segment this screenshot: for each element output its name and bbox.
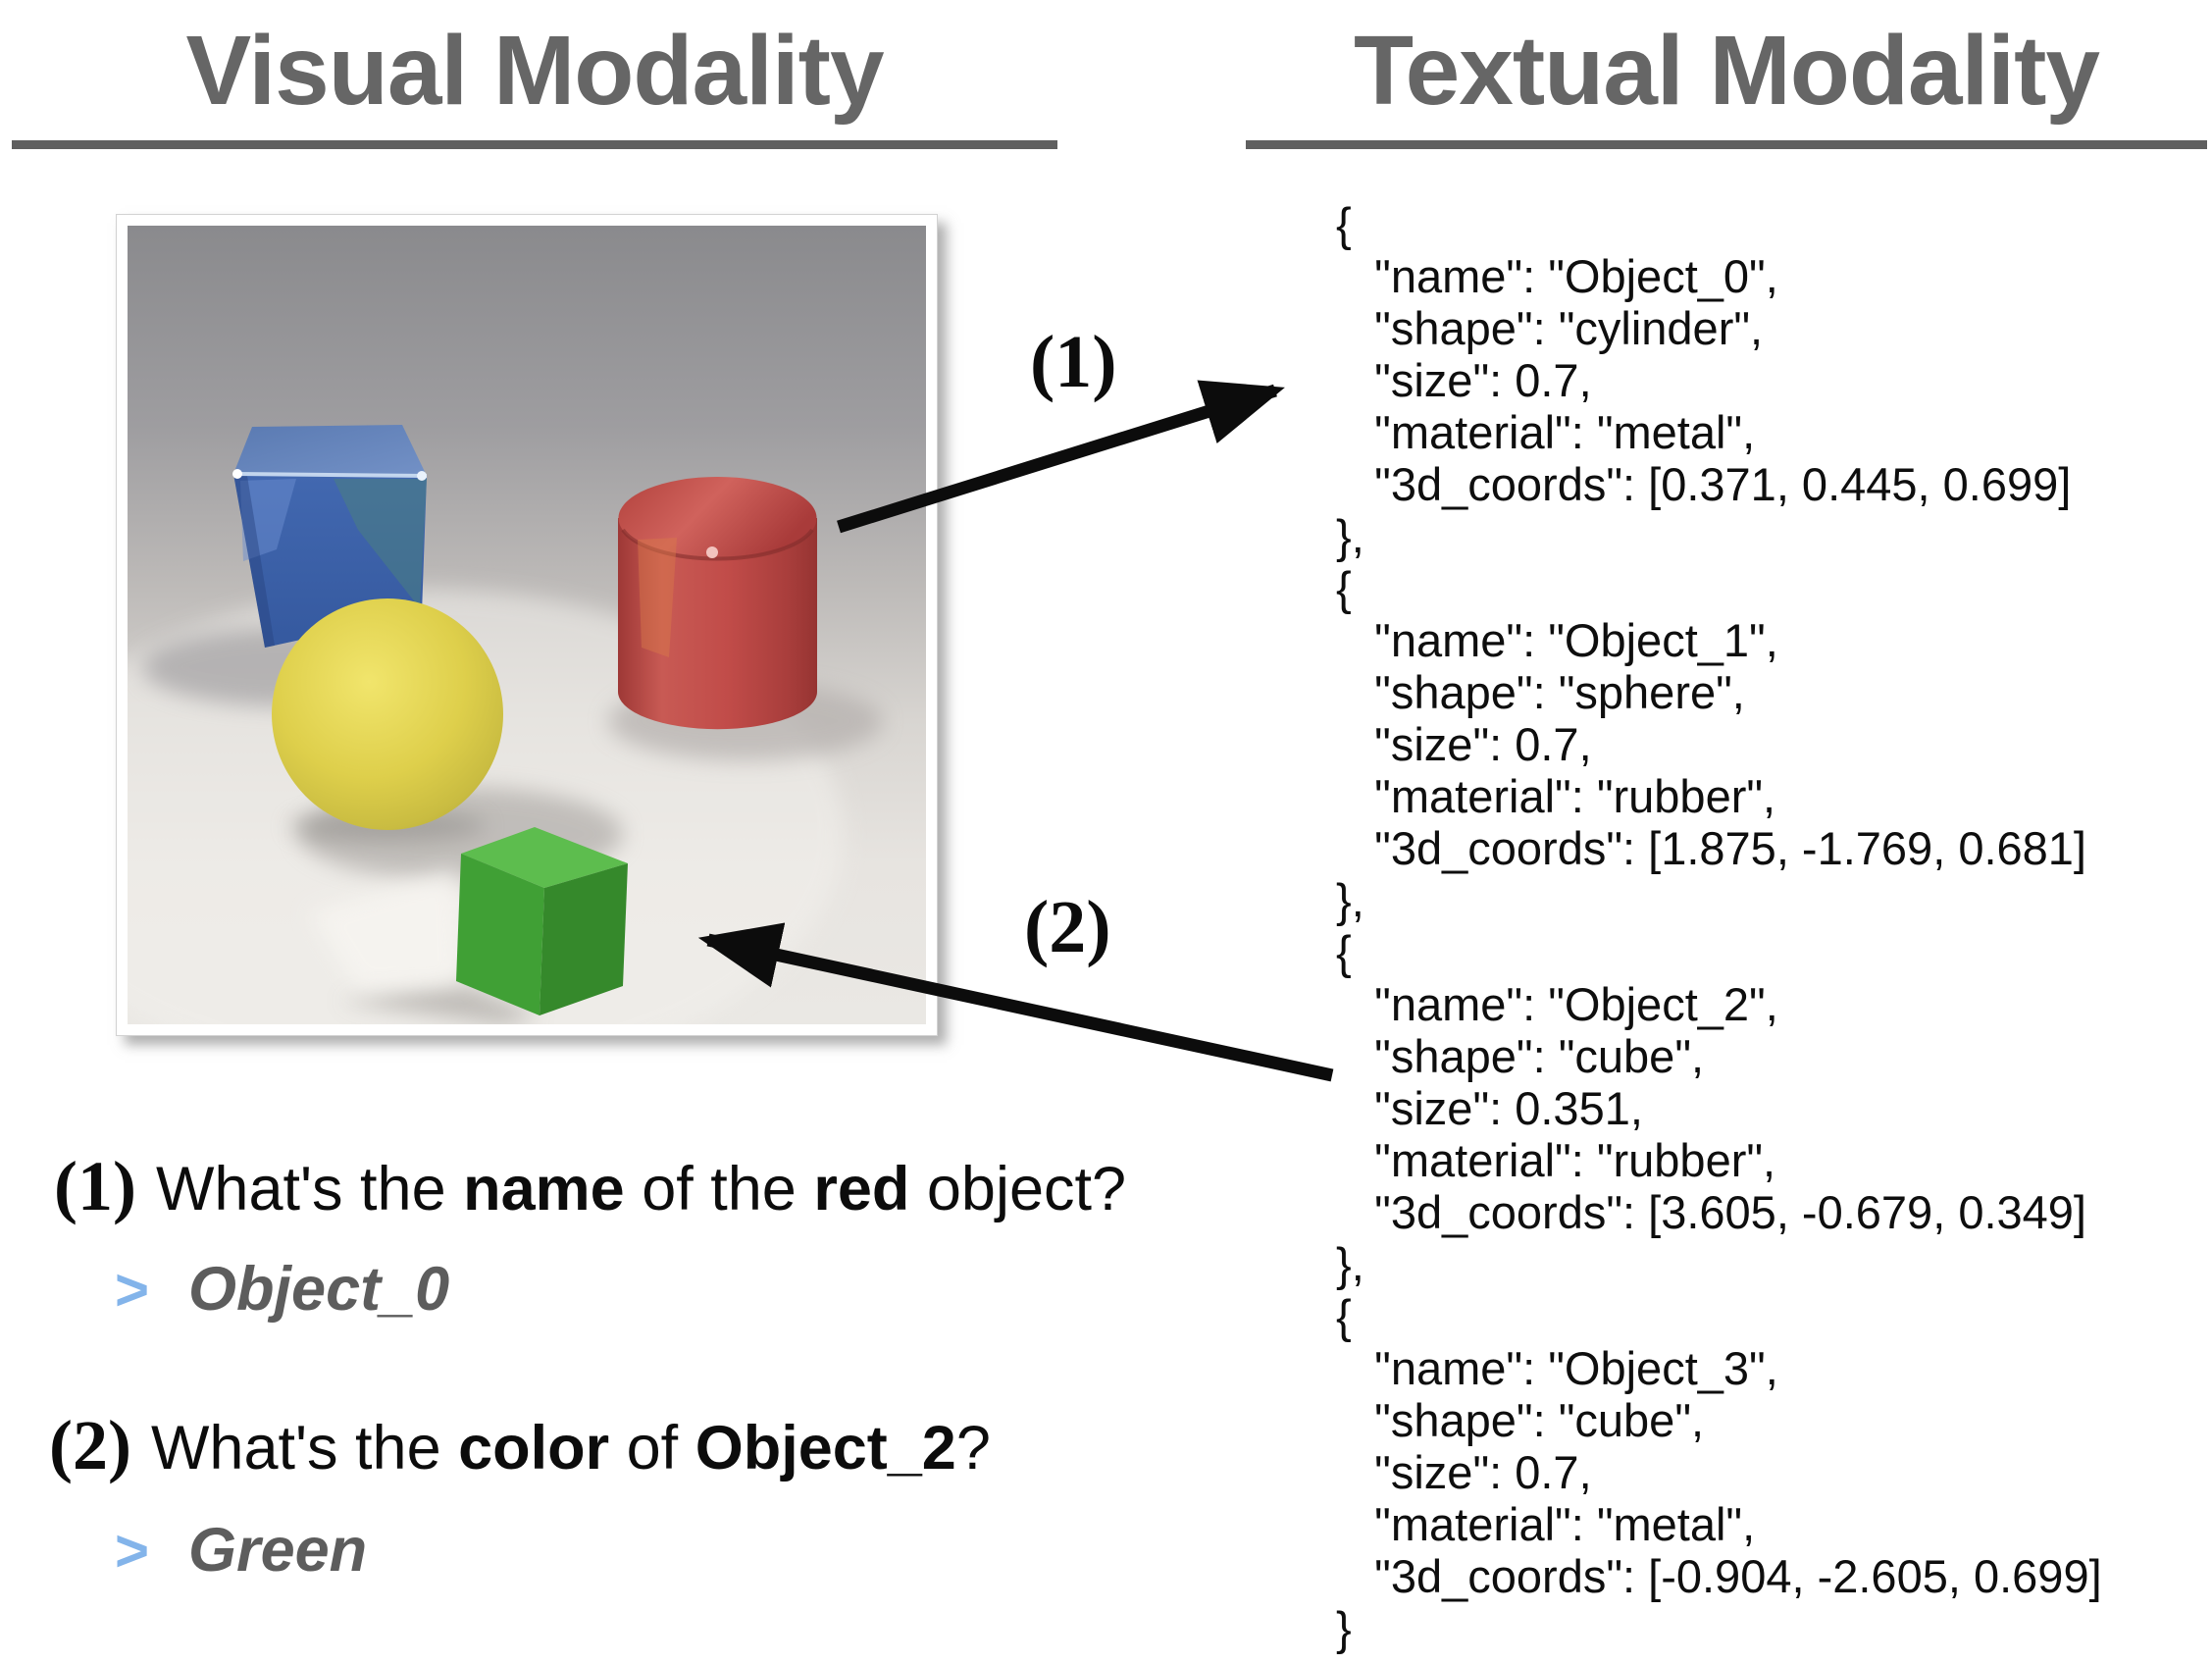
arrow-1-label: (1) — [1030, 321, 1117, 403]
textual-modality-title: Textual Modality — [1353, 16, 2100, 126]
scene-image-frame — [116, 214, 938, 1036]
question-2-bold-object: Object_2 — [694, 1414, 956, 1482]
question-2-text-end: ? — [955, 1414, 991, 1482]
question-2: (2) What's the color of Object_2? — [49, 1405, 991, 1486]
yellow-sphere — [272, 598, 503, 842]
clevr-scene — [128, 226, 926, 1024]
green-cube — [456, 827, 628, 1015]
answer-2-text: Green — [188, 1516, 368, 1585]
answer-1-text: Object_0 — [188, 1255, 450, 1324]
visual-title-underline — [12, 140, 1057, 149]
question-1-bold-name: name — [463, 1155, 625, 1223]
answer-2-chevron-icon: > — [115, 1518, 150, 1584]
question-2-text: What's the — [150, 1414, 459, 1482]
red-cylinder — [618, 477, 817, 730]
question-1-number: (1) — [54, 1147, 136, 1225]
question-1-text: What's the — [155, 1155, 464, 1223]
answer-2: > Green — [115, 1515, 367, 1586]
question-2-bold-color: color — [458, 1414, 610, 1482]
floor-highlight-patch — [309, 868, 461, 991]
question-1-bold-red: red — [813, 1155, 910, 1223]
question-2-number: (2) — [49, 1406, 131, 1484]
arrow-2-label: (2) — [1024, 886, 1111, 968]
answer-1: > Object_0 — [115, 1254, 449, 1325]
answer-1-chevron-icon: > — [115, 1257, 150, 1323]
question-1: (1) What's the name of the red object? — [54, 1146, 1126, 1227]
question-1-text-end: object? — [909, 1155, 1127, 1223]
json-panel: { "name": "Object_0", "shape": "cylinder… — [1336, 198, 2102, 1654]
question-1-text-mid: of the — [624, 1155, 814, 1223]
visual-modality-title: Visual Modality — [185, 16, 884, 126]
question-2-text-mid: of — [609, 1414, 695, 1482]
textual-title-underline — [1246, 140, 2207, 149]
green-cube-shadow — [338, 981, 540, 1024]
